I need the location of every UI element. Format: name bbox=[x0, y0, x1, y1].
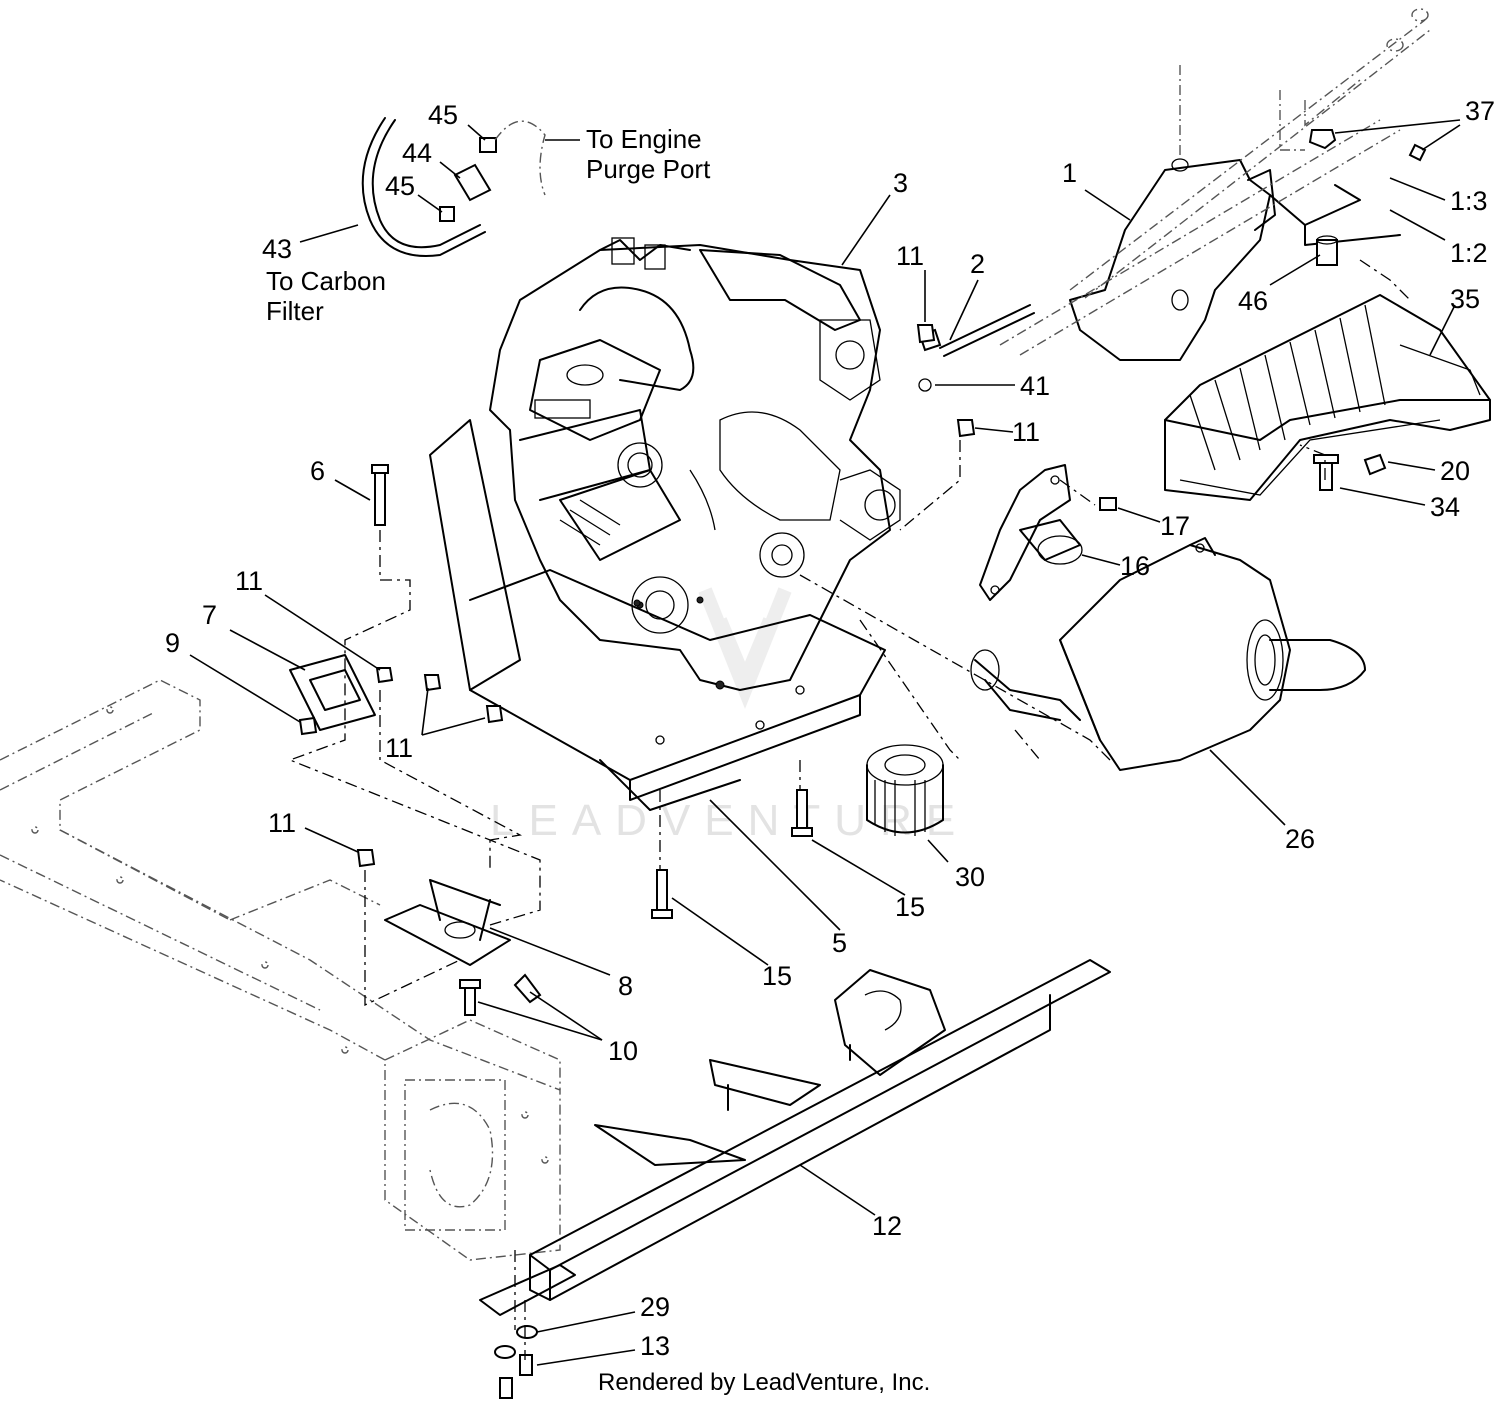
mount-bracket-8 bbox=[384, 879, 511, 966]
callout-labels: 45 44 45 43 3 1 37 1:3 1:2 11 2 41 46 35… bbox=[165, 96, 1495, 1361]
hose-connector-45 bbox=[439, 137, 497, 222]
callout-7: 7 bbox=[202, 600, 217, 630]
callout-16: 16 bbox=[1120, 551, 1150, 581]
muffler-guard-35 bbox=[1164, 294, 1491, 501]
callout-12: 12 bbox=[872, 1211, 902, 1241]
callout-46: 46 bbox=[1238, 286, 1268, 316]
isolator-7 bbox=[289, 654, 376, 731]
callout-11-isolator: 11 bbox=[235, 566, 263, 596]
washer-29 bbox=[494, 1325, 538, 1359]
frame-rail-12 bbox=[479, 959, 1111, 1316]
callout-15-right: 15 bbox=[895, 892, 925, 922]
callout-20: 20 bbox=[1440, 456, 1470, 486]
fuel-line-2 bbox=[918, 304, 1035, 392]
callout-29: 29 bbox=[640, 1292, 670, 1322]
exhaust-bracket-1 bbox=[1069, 158, 1401, 361]
watermark-text: LEADVENTURE bbox=[490, 796, 969, 845]
callout-44: 44 bbox=[402, 138, 432, 168]
callout-26: 26 bbox=[1285, 824, 1315, 854]
footer-credit: Rendered by LeadVenture, Inc. bbox=[598, 1369, 930, 1396]
callout-1-2: 1:2 bbox=[1450, 238, 1488, 268]
callout-15-left: 15 bbox=[762, 961, 792, 991]
note-carbon-filter-line1: To Carbon bbox=[266, 266, 386, 296]
assembly-center-lines bbox=[288, 259, 1411, 1360]
purge-port-ghost-line bbox=[494, 120, 546, 196]
bolt-15-group bbox=[651, 789, 813, 919]
nut-11-group bbox=[298, 324, 976, 868]
bolt-13-group bbox=[499, 1354, 533, 1399]
callout-43: 43 bbox=[262, 234, 292, 264]
callout-45-upper: 45 bbox=[428, 100, 458, 130]
note-engine-purge-line1: To Engine bbox=[586, 124, 702, 154]
callout-45-lower: 45 bbox=[385, 171, 415, 201]
bolt-37 bbox=[1308, 129, 1427, 162]
callout-41: 41 bbox=[1020, 371, 1050, 401]
callout-9: 9 bbox=[165, 628, 180, 658]
callout-35: 35 bbox=[1450, 284, 1480, 314]
callout-2: 2 bbox=[970, 249, 985, 279]
bolt-34 bbox=[1313, 454, 1339, 491]
engine-mount-plate-5 bbox=[429, 419, 886, 811]
muffler-bracket-16 bbox=[979, 464, 1083, 601]
callout-37: 37 bbox=[1465, 96, 1495, 126]
muffler-26 bbox=[970, 537, 1366, 771]
note-carbon-filter-line2: Filter bbox=[266, 296, 324, 326]
spacer-46 bbox=[1316, 235, 1338, 266]
engine-assembly-3 bbox=[489, 237, 901, 691]
callout-17: 17 bbox=[1160, 511, 1190, 541]
callout-5: 5 bbox=[832, 928, 847, 958]
note-engine-purge-line2: Purge Port bbox=[586, 154, 711, 184]
callout-8: 8 bbox=[618, 971, 633, 1001]
callout-13: 13 bbox=[640, 1331, 670, 1361]
annotation-notes: To Engine Purge Port To Carbon Filter bbox=[266, 124, 711, 326]
leader-lines bbox=[189, 119, 1461, 1366]
callout-3: 3 bbox=[893, 168, 908, 198]
watermark-logo bbox=[698, 587, 792, 709]
callout-10: 10 bbox=[608, 1036, 638, 1066]
ghost-bolt-shafts bbox=[999, 8, 1431, 356]
pin-6 bbox=[371, 464, 389, 526]
bolt-20 bbox=[1363, 453, 1387, 476]
callout-1-3: 1:3 bbox=[1450, 186, 1488, 216]
chassis-frame-ghost bbox=[0, 679, 561, 1261]
bolt-17 bbox=[1099, 497, 1117, 511]
air-filter-30 bbox=[866, 744, 944, 836]
callout-6: 6 bbox=[310, 456, 325, 486]
callout-34: 34 bbox=[1430, 492, 1460, 522]
purge-valve-44 bbox=[453, 163, 492, 202]
callout-11-engine: 11 bbox=[1012, 417, 1040, 447]
callout-11-plate: 11 bbox=[385, 733, 413, 763]
callout-30: 30 bbox=[955, 862, 985, 892]
callout-11-frame: 11 bbox=[268, 808, 296, 838]
purge-hose-43 bbox=[361, 117, 486, 257]
callout-11-fuel: 11 bbox=[896, 241, 924, 271]
callout-1: 1 bbox=[1062, 158, 1077, 188]
